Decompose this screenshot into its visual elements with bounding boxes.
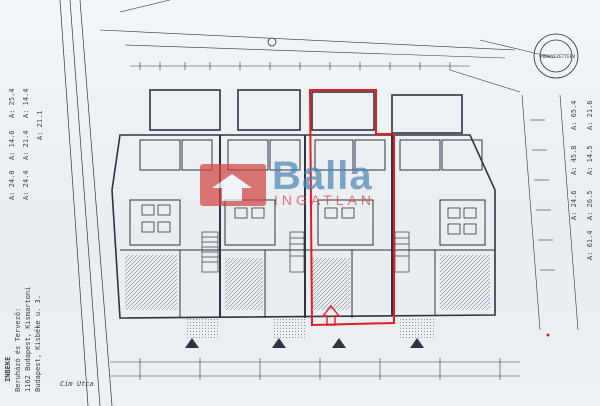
bottom-dimension-lines [110, 358, 520, 380]
entrance-arrow [321, 304, 341, 326]
stamp-text: KÖRNYEZETTERV [540, 53, 576, 60]
dining-furniture [141, 204, 477, 235]
house-logo-icon [200, 164, 266, 206]
legend-line-1: INBEKE [4, 356, 12, 382]
left-dim-1: A: 25.4 [8, 88, 16, 118]
right-dim-6: A: 26.5 [586, 190, 594, 220]
north-arrow [267, 37, 277, 47]
left-dim-7: A: 21.1 [36, 110, 44, 140]
right-dim-5: A: 14.5 [586, 145, 594, 175]
right-dim-2: A: 45.8 [570, 145, 578, 175]
left-boundary-lines [59, 0, 113, 406]
building-outline [111, 89, 496, 319]
legend-line-3: 1162 Budapest, Kismartoni [24, 286, 32, 392]
bottom-note: Cím Utca [60, 380, 94, 388]
hatched-floors [125, 255, 490, 338]
legend-line-2: Beruházó és Tervező: [14, 307, 22, 392]
right-dim-1: A: 65.4 [570, 100, 578, 130]
right-dim-3: A: 24.6 [570, 190, 578, 220]
watermark-brand: Balla [272, 154, 373, 198]
interior-walls [120, 139, 495, 318]
left-dim-2: A: 14.6 [8, 130, 16, 160]
left-dim-4: A: 14.4 [22, 88, 30, 118]
left-dim-6: A: 24.4 [22, 170, 30, 200]
watermark-subtitle: INGATLAN [274, 192, 375, 208]
highlighted-unit-outline [308, 89, 395, 327]
left-dim-3: A: 24.0 [8, 170, 16, 200]
right-dim-4: A: 21.6 [586, 100, 594, 130]
top-dimension-ticks [130, 62, 470, 70]
section-markers [185, 338, 424, 348]
right-dimension-strip [521, 94, 579, 331]
balla-ingatlan-watermark: Balla INGATLAN [200, 154, 410, 210]
left-dim-5: A: 21.4 [22, 130, 30, 160]
top-site-lines [99, 0, 556, 93]
north-stamp [533, 33, 579, 79]
red-dot [546, 333, 550, 337]
legend-line-4: Budapest, Kisbéke u. 3. [34, 295, 42, 392]
right-dim-7: A: 61.4 [586, 230, 594, 260]
